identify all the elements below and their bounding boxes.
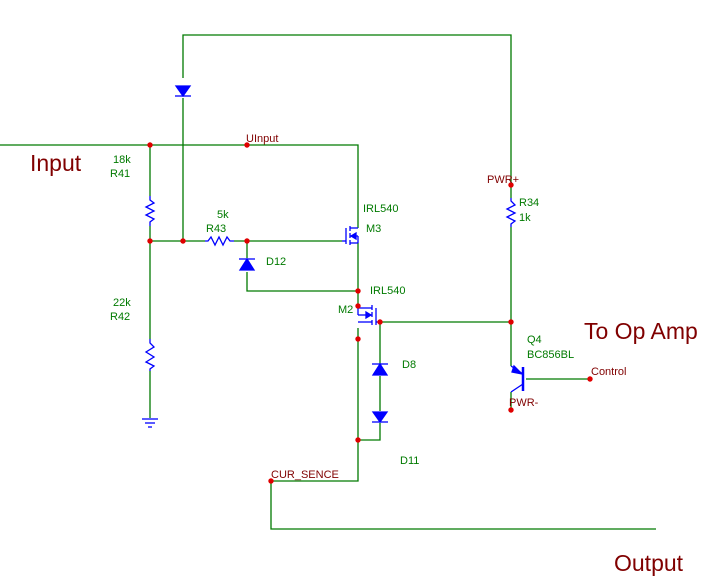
m2-part-label: IRL540 xyxy=(370,285,405,297)
resistor-r42 xyxy=(144,339,156,371)
net-label-uinput: UInput xyxy=(246,133,278,145)
junctions xyxy=(147,142,593,484)
q4-part-label: BC856BL xyxy=(527,349,574,361)
d8-label: D8 xyxy=(402,359,416,371)
net-label-pwr-minus: PWR- xyxy=(509,397,539,409)
components xyxy=(142,85,525,428)
junction-dot xyxy=(180,238,186,244)
junction-dot xyxy=(244,238,250,244)
resistor-r43 xyxy=(205,235,234,247)
junction-dot xyxy=(508,407,514,413)
transistor-q4 xyxy=(510,364,525,393)
r41-value-label: 18k xyxy=(113,154,131,166)
net-label-control: Control xyxy=(591,366,626,378)
r42-value-label: 22k xyxy=(113,297,131,309)
r34-value-label: 1k xyxy=(519,212,531,224)
m3-part-label: IRL540 xyxy=(363,203,398,215)
junction-dot xyxy=(587,376,593,382)
wires xyxy=(0,34,656,530)
wire-m2-drain xyxy=(270,328,656,530)
r43-value-label: 5k xyxy=(217,209,229,221)
labels: Input To Op Amp Output 18k R41 22k R42 5… xyxy=(30,133,698,576)
resistor-r41 xyxy=(144,196,156,226)
net-label-pwr-plus: PWR+ xyxy=(487,174,519,186)
junction-dot xyxy=(508,319,514,325)
junction-dot xyxy=(147,238,153,244)
wire-d12-bottom xyxy=(246,272,358,292)
junction-dot xyxy=(377,319,383,325)
to-op-amp-label: To Op Amp xyxy=(584,318,698,344)
input-label: Input xyxy=(30,150,82,176)
wire-d8-d11-bottom xyxy=(358,423,381,441)
junction-dot xyxy=(355,288,361,294)
junction-dot xyxy=(508,182,514,188)
wire-input-rail xyxy=(0,144,359,228)
d12-label: D12 xyxy=(266,256,286,268)
net-label-cur-sence: CUR_SENCE xyxy=(271,469,339,481)
m2-ref-label: M2 xyxy=(338,304,353,316)
m3-ref-label: M3 xyxy=(366,223,381,235)
output-label: Output xyxy=(614,550,684,576)
d11-label: D11 xyxy=(400,455,419,467)
mosfet-m3 xyxy=(342,226,359,245)
junction-dot xyxy=(355,437,361,443)
diode-d8 xyxy=(371,362,389,376)
junction-dot xyxy=(268,478,274,484)
resistor-r34 xyxy=(505,198,517,227)
junction-dot xyxy=(355,303,361,309)
junction-dot xyxy=(147,142,153,148)
r42-ref-label: R42 xyxy=(110,311,130,323)
q4-ref-label: Q4 xyxy=(527,334,542,346)
r34-ref-label: R34 xyxy=(519,197,539,209)
mosfet-m2 xyxy=(357,305,380,325)
junction-dot xyxy=(244,142,250,148)
wire-top-loop xyxy=(182,34,512,198)
junction-dot xyxy=(355,336,361,342)
ground-symbol xyxy=(142,418,158,428)
diode-top xyxy=(174,85,192,98)
diode-d12 xyxy=(238,257,256,271)
r43-ref-label: R43 xyxy=(206,223,226,235)
diode-d11 xyxy=(371,411,389,424)
r41-ref-label: R41 xyxy=(110,168,130,180)
